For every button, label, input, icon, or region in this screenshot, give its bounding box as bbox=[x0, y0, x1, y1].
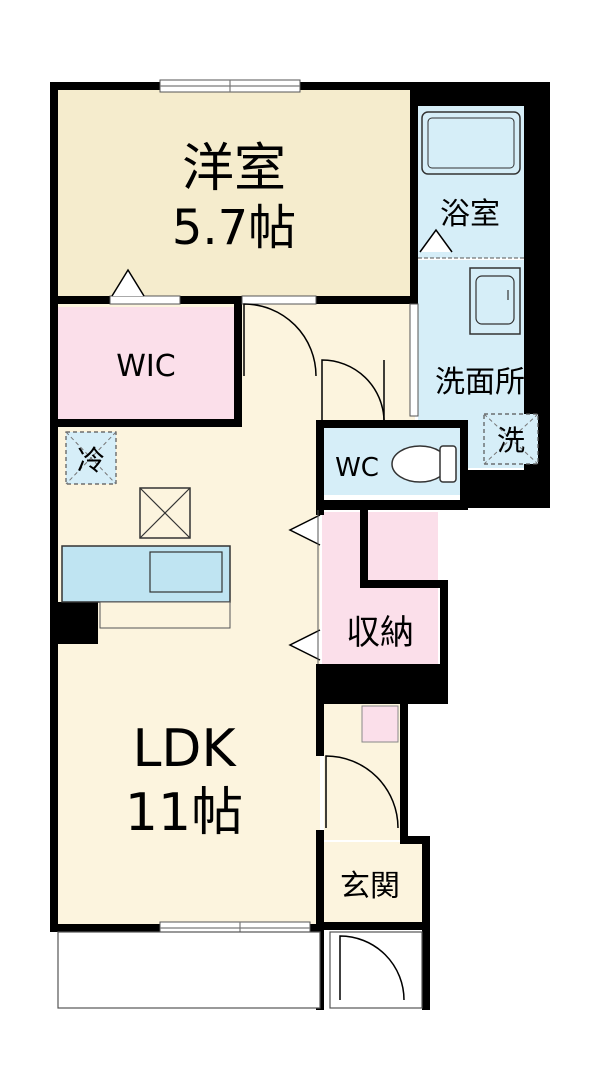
wall-entrance-right bbox=[400, 696, 408, 842]
washbasin-icon bbox=[469, 267, 521, 335]
fridge-label: 冷 bbox=[77, 444, 105, 477]
washer-space-icon bbox=[483, 413, 539, 465]
bedroom-name-label: 洋室 bbox=[182, 139, 286, 199]
washroom-label: 洗面所 bbox=[435, 365, 525, 400]
wall-wc-right bbox=[460, 420, 468, 508]
kitchen-counter bbox=[61, 545, 231, 629]
wall-entrance-left2 bbox=[316, 830, 324, 1010]
wall-wash-bottom bbox=[460, 470, 550, 508]
entrance-label: 玄関 bbox=[340, 869, 400, 904]
fridge-space-icon bbox=[65, 431, 117, 485]
wic-opening bbox=[109, 268, 181, 305]
bath-door-marker bbox=[418, 228, 524, 259]
wic-floor bbox=[58, 307, 234, 419]
wall-wc-left bbox=[316, 420, 324, 510]
entrance-porch bbox=[329, 931, 423, 1009]
wall-entrance-inner bbox=[316, 922, 430, 930]
wall-wc-top bbox=[316, 420, 468, 428]
wall-bedroom-bottom-mid bbox=[180, 296, 242, 304]
wall-wic-bottom bbox=[50, 419, 242, 427]
bedroom-door bbox=[241, 295, 317, 377]
wall-storage-step bbox=[360, 580, 448, 588]
washroom-sliding-door bbox=[409, 303, 419, 417]
storage-label: 収納 bbox=[346, 613, 414, 653]
bedroom-size-label: 5.7帖 bbox=[172, 200, 296, 256]
wall-bedroom-bottom-right bbox=[316, 296, 418, 304]
wall-entrance-left bbox=[316, 696, 324, 756]
wic-label: WIC bbox=[116, 349, 175, 384]
wall-wc-bottom bbox=[316, 500, 468, 510]
wc-label: WC bbox=[335, 453, 379, 483]
toilet-icon bbox=[391, 445, 457, 483]
ldk-size-label: 11帖 bbox=[125, 783, 243, 843]
wall-storage-bottom bbox=[316, 664, 448, 704]
wall-wic-right bbox=[234, 296, 242, 426]
entrance-door bbox=[325, 755, 399, 829]
wall-bath-top bbox=[410, 90, 524, 106]
balcony bbox=[57, 931, 321, 1009]
wall-entrance-step bbox=[400, 836, 430, 844]
bedroom-floor bbox=[58, 90, 410, 300]
wall-storage-right1 bbox=[360, 505, 368, 587]
ldk-name-label: LDK bbox=[132, 719, 237, 779]
washer-label: 洗 bbox=[497, 424, 525, 457]
entrance-floor bbox=[324, 842, 422, 926]
bath-label: 浴室 bbox=[440, 197, 500, 232]
hall-floor bbox=[320, 300, 415, 420]
wall-bedroom-bottom bbox=[50, 296, 110, 304]
storage-door-markers bbox=[288, 510, 321, 664]
wall-storage-left bbox=[316, 505, 324, 515]
wall-storage-right2 bbox=[440, 580, 448, 672]
shoe-cabinet bbox=[361, 705, 399, 743]
window-top bbox=[159, 79, 301, 93]
range-hood-icon bbox=[139, 487, 191, 539]
wall-left bbox=[50, 82, 58, 930]
kitchen-pillar bbox=[50, 602, 98, 644]
wall-bath-left bbox=[410, 90, 418, 306]
wc-door bbox=[321, 359, 385, 421]
bathtub-icon bbox=[421, 111, 521, 175]
